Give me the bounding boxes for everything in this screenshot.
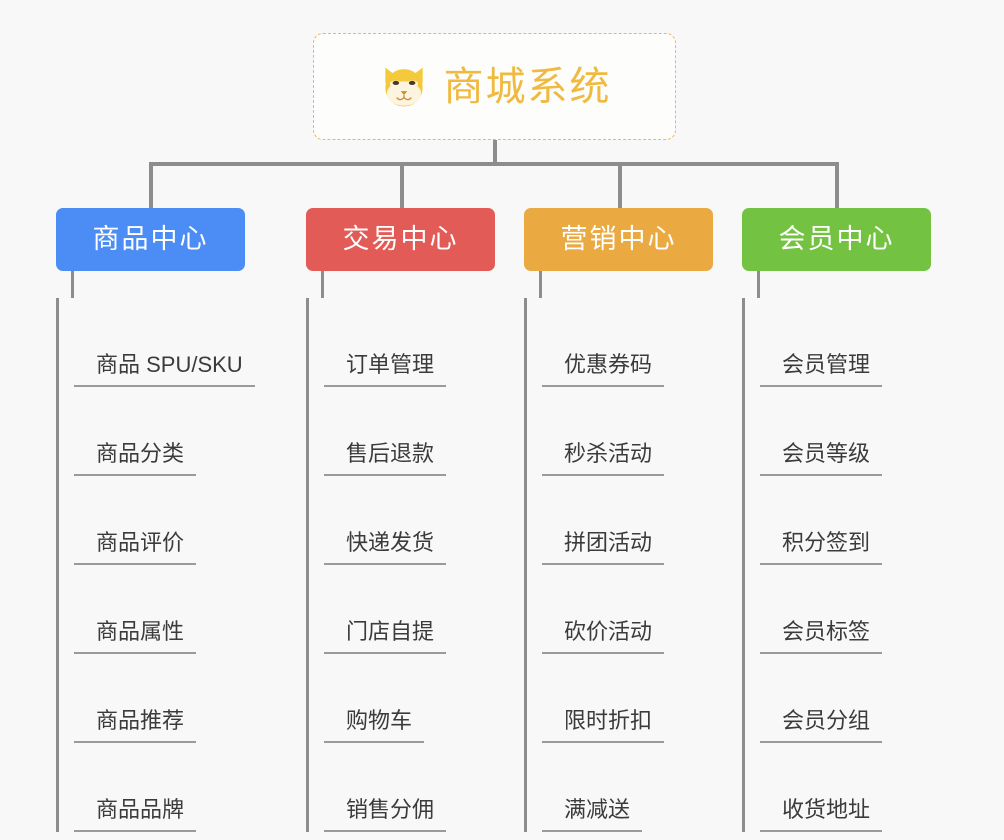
leaf-list-product-center: 商品 SPU/SKU 商品分类 商品评价 商品属性 商品推荐 商品品牌 [56,298,274,832]
leaf-item[interactable]: 限时折扣 [542,654,742,743]
leaf-list-marketing-center: 优惠券码 秒杀活动 拼团活动 砍价活动 限时折扣 满减送 [524,298,742,832]
leaf-label: 销售分佣 [324,799,447,832]
leaf-item[interactable]: 积分签到 [760,476,960,565]
leaf-label: 会员分组 [760,710,883,743]
connector-horizontal-bus [149,162,839,166]
leaf-list-trade-center: 订单管理 售后退款 快递发货 门店自提 购物车 销售分佣 [306,298,524,832]
leaf-label: 收货地址 [760,799,883,832]
leaf-item[interactable]: 商品分类 [74,387,274,476]
column-trade-center: 交易中心 订单管理 售后退款 快递发货 门店自提 购物车 销售分佣 [306,208,524,832]
connector-drop-trade-center [400,162,404,210]
leaf-item[interactable]: 优惠券码 [542,298,742,387]
category-box-member-center[interactable]: 会员中心 [742,208,931,271]
column-member-center: 会员中心 会员管理 会员等级 积分签到 会员标签 会员分组 收货地址 [742,208,960,832]
connector-category-stem [71,271,74,298]
column-marketing-center: 营销中心 优惠券码 秒杀活动 拼团活动 砍价活动 限时折扣 满减送 [524,208,742,832]
category-box-trade-center[interactable]: 交易中心 [306,208,495,271]
leaf-label: 积分签到 [760,532,883,565]
leaf-item[interactable]: 购物车 [324,654,524,743]
leaf-label: 会员管理 [760,354,883,387]
category-box-product-center[interactable]: 商品中心 [56,208,245,271]
leaf-label: 购物车 [324,710,425,743]
leaf-item[interactable]: 满减送 [542,743,742,832]
leaf-item[interactable]: 会员等级 [760,387,960,476]
leaf-label: 商品属性 [74,621,197,654]
leaf-label: 优惠券码 [542,354,665,387]
leaf-label: 商品品牌 [74,799,197,832]
leaf-label: 售后退款 [324,443,447,476]
category-box-marketing-center[interactable]: 营销中心 [524,208,713,271]
leaf-label: 秒杀活动 [542,443,665,476]
leaf-label: 会员等级 [760,443,883,476]
category-label: 商品中心 [92,224,209,254]
leaf-item[interactable]: 拼团活动 [542,476,742,565]
leaf-item[interactable]: 商品评价 [74,476,274,565]
leaf-item[interactable]: 会员标签 [760,565,960,654]
leaf-item[interactable]: 秒杀活动 [542,387,742,476]
leaf-item[interactable]: 商品 SPU/SKU [74,298,274,387]
leaf-label: 商品评价 [74,532,197,565]
leaf-list-member-center: 会员管理 会员等级 积分签到 会员标签 会员分组 收货地址 [742,298,960,832]
connector-drop-member-center [835,162,839,210]
leaf-item[interactable]: 会员管理 [760,298,960,387]
leaf-label: 快递发货 [324,532,447,565]
connector-drop-marketing-center [618,162,622,210]
leaf-label: 会员标签 [760,621,883,654]
leaf-label: 限时折扣 [542,710,665,743]
leaf-item[interactable]: 砍价活动 [542,565,742,654]
connector-drop-product-center [149,162,153,210]
category-label: 营销中心 [560,224,677,254]
leaf-label: 门店自提 [324,621,447,654]
leaf-item[interactable]: 会员分组 [760,654,960,743]
root-title: 商城系统 [443,64,612,109]
root-node[interactable]: 商城系统 [313,33,676,140]
connector-category-stem [539,271,542,298]
leaf-label: 商品 SPU/SKU [74,354,255,387]
category-label: 会员中心 [778,224,895,254]
leaf-item[interactable]: 门店自提 [324,565,524,654]
shiba-dog-icon [384,67,423,106]
connector-category-stem [757,271,760,298]
leaf-item[interactable]: 售后退款 [324,387,524,476]
connector-category-stem [321,271,324,298]
leaf-item[interactable]: 收货地址 [760,743,960,832]
leaf-item[interactable]: 商品品牌 [74,743,274,832]
leaf-item[interactable]: 商品推荐 [74,654,274,743]
leaf-label: 砍价活动 [542,621,665,654]
leaf-item[interactable]: 订单管理 [324,298,524,387]
leaf-label: 拼团活动 [542,532,665,565]
leaf-label: 订单管理 [324,354,447,387]
column-product-center: 商品中心 商品 SPU/SKU 商品分类 商品评价 商品属性 商品推荐 商品品牌 [56,208,274,832]
leaf-item[interactable]: 销售分佣 [324,743,524,832]
leaf-item[interactable]: 商品属性 [74,565,274,654]
leaf-label: 满减送 [542,799,643,832]
leaf-item[interactable]: 快递发货 [324,476,524,565]
category-label: 交易中心 [342,224,459,254]
leaf-label: 商品分类 [74,443,197,476]
connector-root-stem [493,140,497,165]
leaf-label: 商品推荐 [74,710,197,743]
